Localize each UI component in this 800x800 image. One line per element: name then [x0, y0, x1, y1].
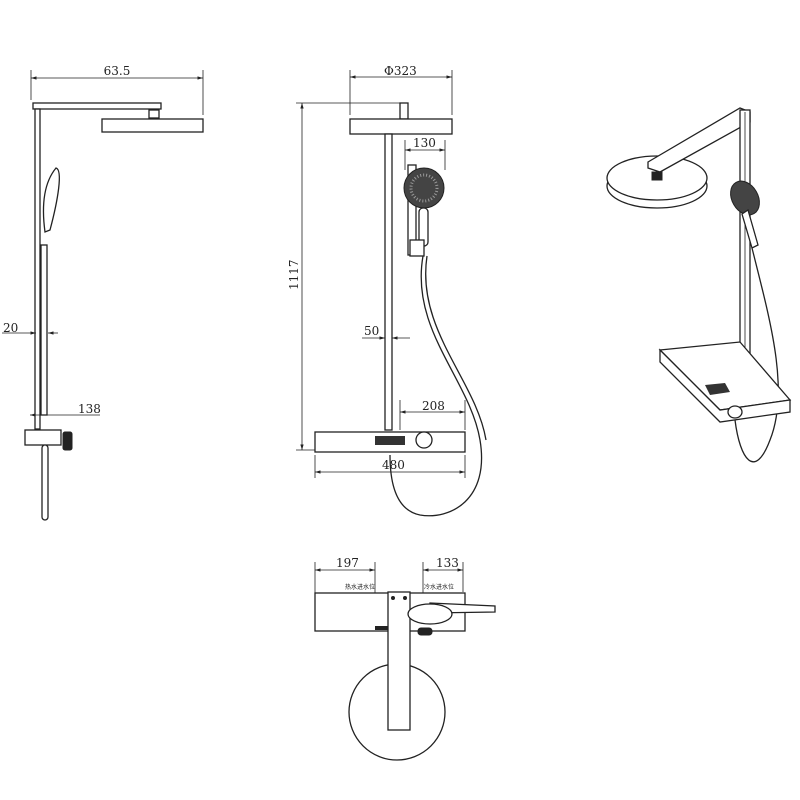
hand-shower [730, 180, 760, 216]
riser-pipe [384, 133, 393, 431]
riser-pipe [34, 108, 41, 430]
hand-shower-top [407, 603, 453, 625]
dim-head-diameter-label: Φ323 [384, 64, 417, 78]
dim-hot-offset-label: 197 [336, 556, 359, 570]
rain-head [349, 118, 453, 135]
dim-valve-width-label: 480 [382, 458, 405, 472]
valve-dial [415, 431, 433, 449]
dim-cold-offset-label: 133 [436, 556, 459, 570]
hose [41, 444, 49, 521]
dim-valve-offset-label: 208 [422, 399, 445, 413]
shower-arm [32, 102, 162, 110]
dim-bar-label: 50 [364, 324, 379, 338]
side-view: 63.5 20 138 [2, 64, 204, 521]
hot-inlet-label: 热水进水位 [345, 583, 375, 591]
perspective-view [606, 107, 792, 463]
valve-knob [62, 431, 73, 451]
valve-body [24, 429, 62, 446]
valve-control-strip [375, 436, 405, 445]
shower-arm [647, 107, 751, 173]
dim-width-label: 63.5 [104, 64, 131, 78]
dim-handshower-label: 130 [413, 136, 436, 150]
top-view: 197 133 热水进水位 冷水进水位 [314, 556, 496, 761]
dim-valve-depth-label: 138 [78, 402, 101, 416]
front-view: Φ323 1117 130 50 208 480 [287, 64, 487, 517]
dim-height-label: 1117 [287, 259, 301, 290]
hand-shower [42, 167, 60, 233]
shower-arm [387, 591, 411, 731]
hose [389, 255, 483, 517]
dim-bar-offset-label: 20 [3, 321, 18, 335]
cold-inlet-label: 冷水进水位 [424, 583, 454, 591]
rain-head [101, 118, 204, 133]
